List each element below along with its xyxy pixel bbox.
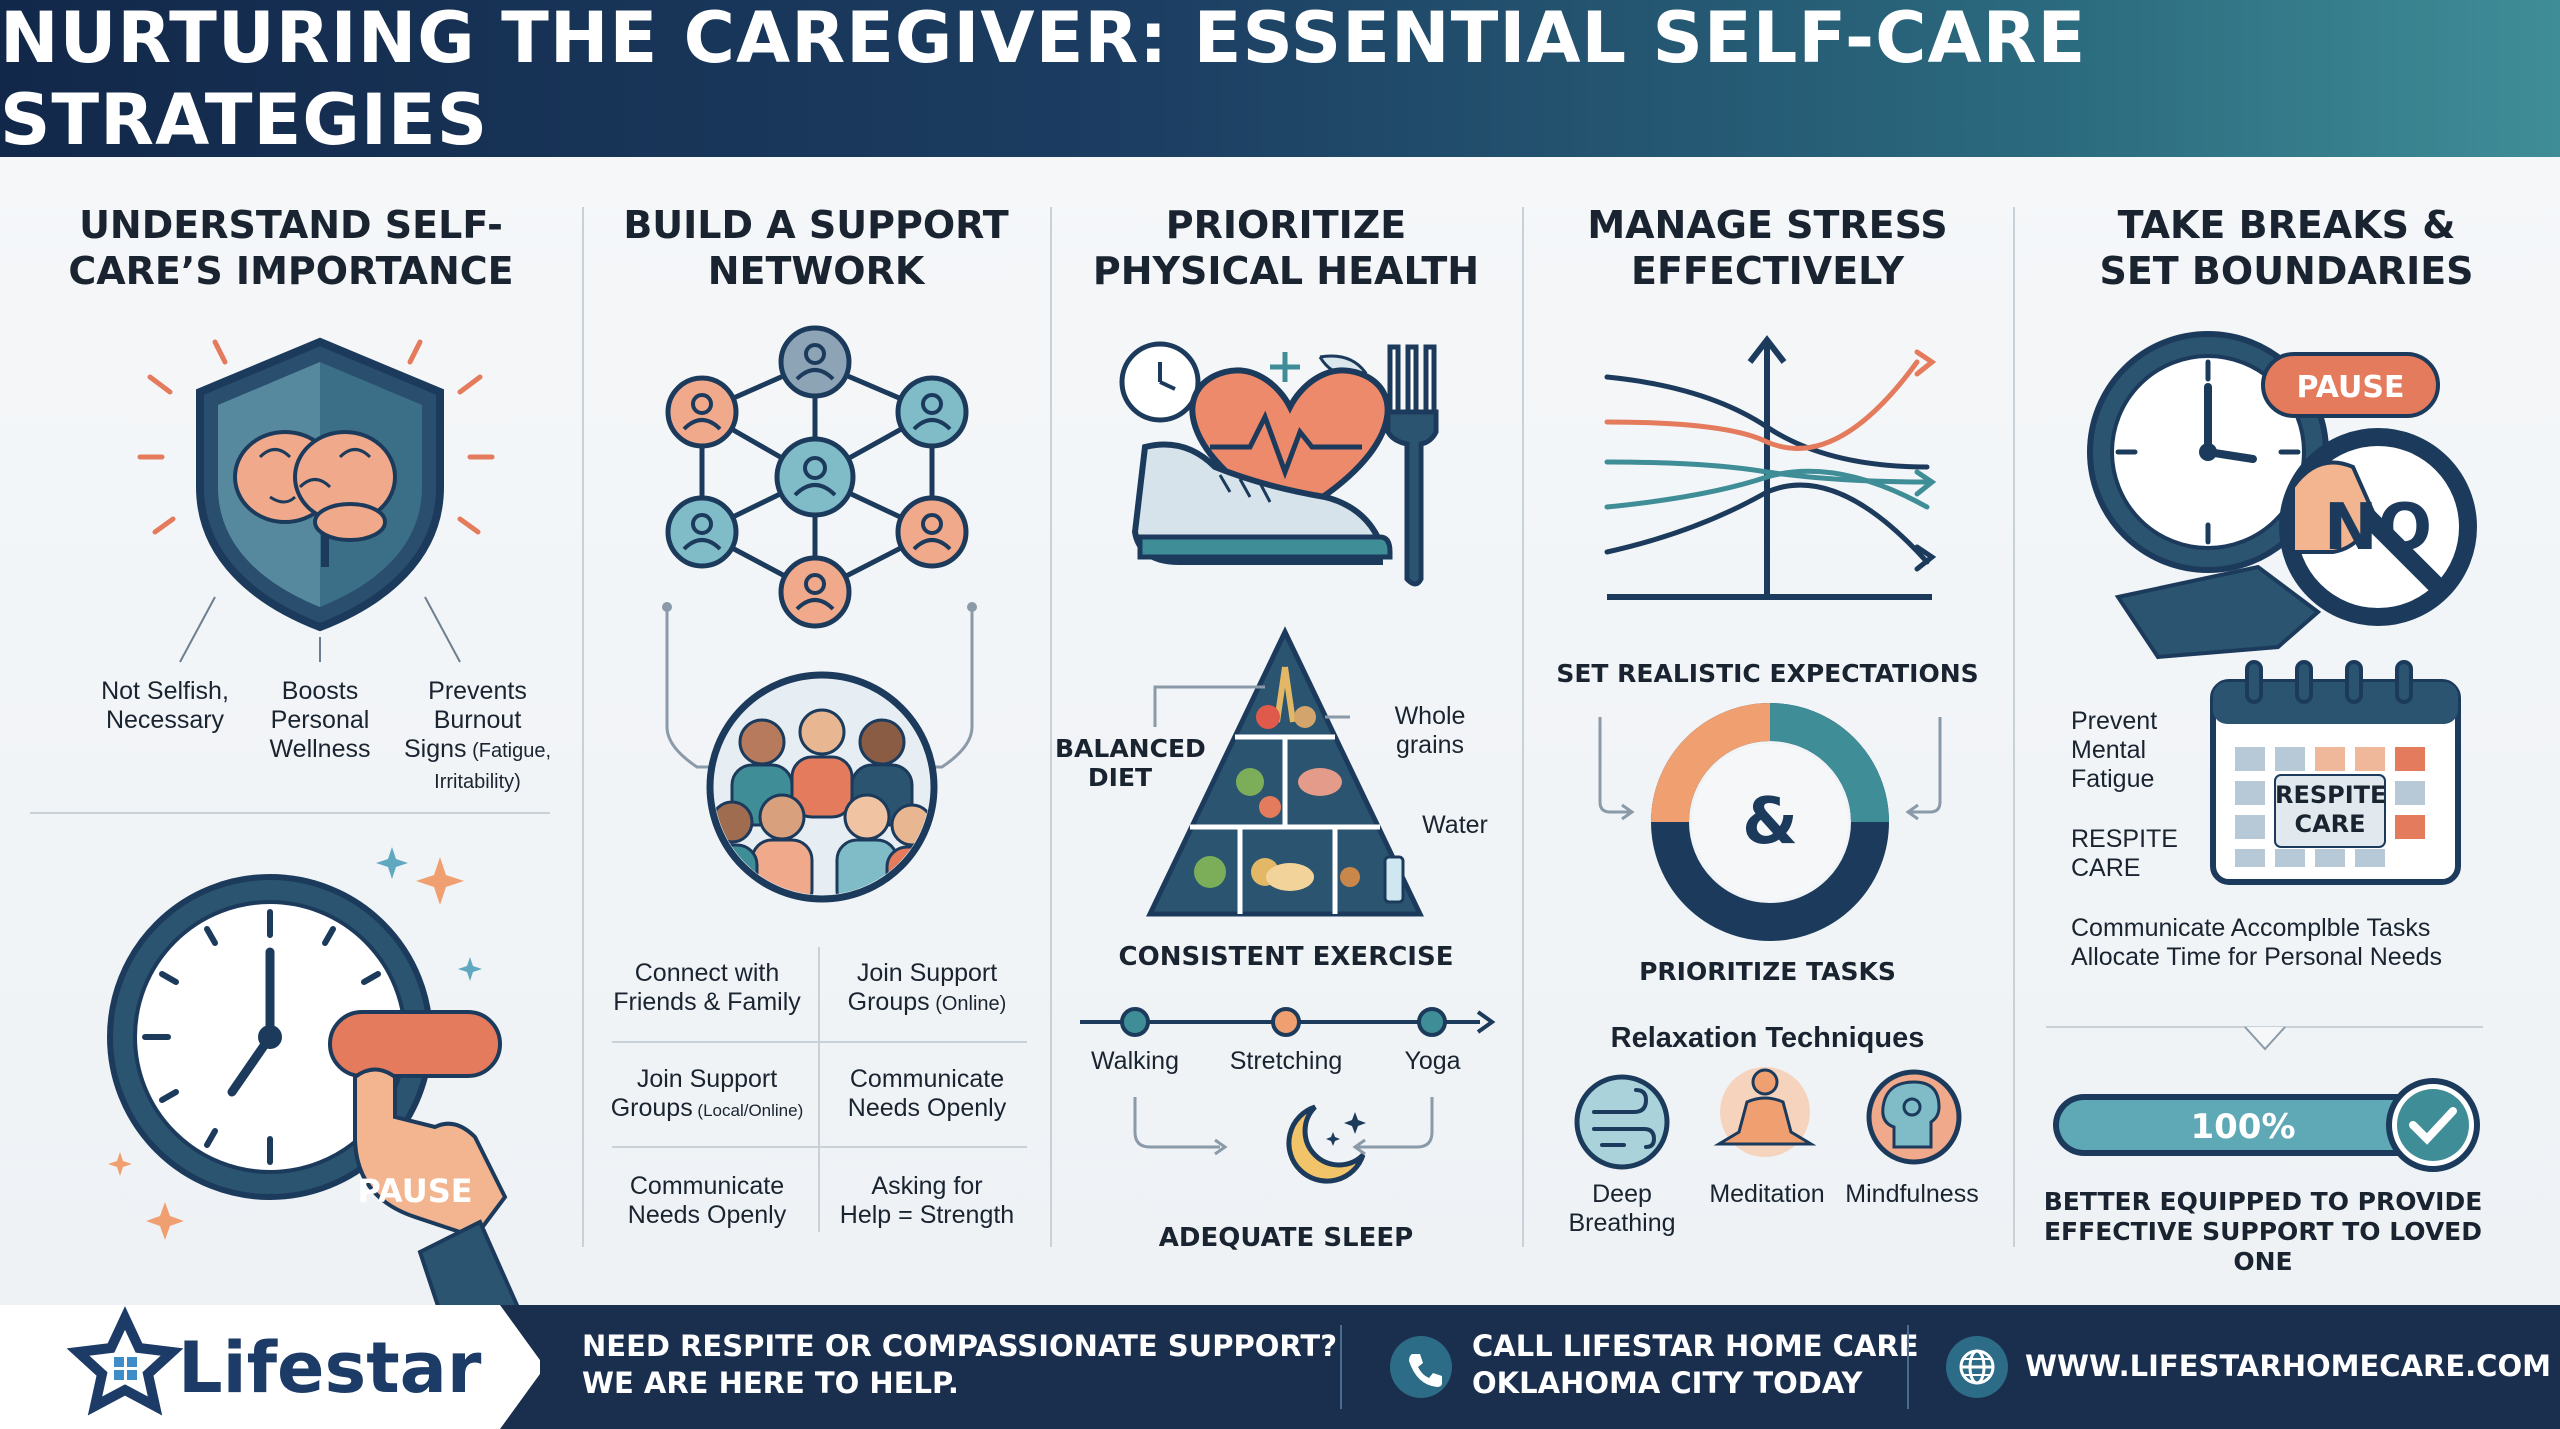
column-title: MANAGE STRESS EFFECTIVELY (1587, 203, 1948, 293)
food-pyramid-icon (1146, 626, 1424, 917)
page-title: NURTURING THE CAREGIVER: ESSENTIAL SELF-… (0, 0, 2087, 161)
column-title: BUILD A SUPPORT NETWORK (623, 203, 1009, 293)
prioritize-heading: PRIORITIZE TASKS (1639, 957, 1896, 986)
yoga-label: Yoga (1404, 1047, 1461, 1075)
phone-icon[interactable] (1390, 1336, 1452, 1398)
walking-label: Walking (1091, 1047, 1179, 1075)
globe-icon[interactable] (1946, 1336, 2008, 1398)
exercise-heading: CONSISTENT EXERCISE (1118, 942, 1454, 972)
shield-brain-icon (137, 337, 495, 663)
calendar-icon (2210, 660, 2461, 885)
expectations-heading: SET REALISTIC EXPECTATIONS (1556, 659, 1979, 688)
column-divider (1522, 207, 1524, 1247)
moon-icon (1286, 1104, 1366, 1184)
progress-bar (2053, 1078, 2480, 1172)
header-banner: NURTURING THE CAREGIVER: ESSENTIAL SELF-… (0, 0, 2560, 161)
footer-banner: Lifestar NEED RESPITE OR COMPASSIONATE S… (0, 1305, 2560, 1429)
column-title: PRIORITIZE PHYSICAL HEALTH (1092, 203, 1480, 293)
column-divider (2013, 207, 2015, 1247)
mindfulness-icon (1866, 1069, 1962, 1165)
brand-name: Lifestar (178, 1327, 482, 1409)
footer-divider (1340, 1325, 1342, 1409)
donut-icon (1651, 703, 1889, 941)
main-content: UNDERSTAND SELF- CARE’S IMPORTANCE (0, 157, 2560, 1314)
point-boosts-wellness: Boosts Personal Wellness (269, 677, 371, 763)
stretching-label: Stretching (1229, 1047, 1343, 1075)
point-prevents-burnout: Prevents Burnout Signs (Fatigue, Irritab… (403, 677, 552, 793)
footer-divider (1907, 1325, 1909, 1409)
mindfulness-label: Mindfulness (1845, 1180, 1979, 1208)
column-breaks-boundaries: TAKE BREAKS & SET BOUNDARIES (2013, 157, 2560, 1305)
website-link[interactable]: WWW.LIFESTARHOMECARE.COM (2025, 1349, 2551, 1383)
arrows-icon (1574, 335, 1962, 1170)
relaxation-heading: Relaxation Techniques (1610, 1022, 1925, 1054)
no-label: NO (2324, 491, 2432, 565)
progress-label: 100% (2190, 1107, 2296, 1147)
network-icon (612, 325, 1027, 1232)
meditation-label: Meditation (1709, 1180, 1825, 1208)
clock-icon (2046, 331, 2483, 1172)
column-physical-health: PRIORITIZE PHYSICAL HEALTH (1050, 157, 1522, 1305)
group-people-icon (706, 671, 938, 903)
breathing-icon (1574, 1074, 1670, 1170)
column-understand-self-care: UNDERSTAND SELF- CARE’S IMPORTANCE (0, 157, 582, 1314)
clock-icon (107, 847, 524, 1314)
heart-shoe-fork-icon (1080, 341, 1496, 1184)
pause-badge: PAUSE (2296, 370, 2405, 405)
point-not-selfish: Not Selfish, Necessary (101, 677, 229, 734)
pause-button-label: PAUSE (357, 1172, 473, 1210)
pause-hand-icon (353, 1067, 508, 1240)
ampersand: & (1742, 785, 1798, 859)
need-support-text: NEED RESPITE OR COMPASSIONATE SUPPORT?WE… (582, 1329, 1338, 1400)
column-title: TAKE BREAKS & SET BOUNDARIES (2099, 203, 2474, 293)
column-manage-stress: MANAGE STRESS EFFECTIVELY (1522, 157, 2013, 1305)
column-divider (1050, 207, 1052, 1247)
sleep-heading: ADEQUATE SLEEP (1158, 1223, 1414, 1253)
star-logo-icon (66, 1306, 184, 1416)
column-title: UNDERSTAND SELF- CARE’S IMPORTANCE (68, 203, 514, 293)
column-support-network: BUILD A SUPPORT NETWORK (582, 157, 1050, 1305)
meditation-icon (1713, 1067, 1817, 1157)
column-divider (582, 207, 584, 1247)
section-divider (30, 812, 550, 814)
water-label: Water (1422, 811, 1488, 839)
